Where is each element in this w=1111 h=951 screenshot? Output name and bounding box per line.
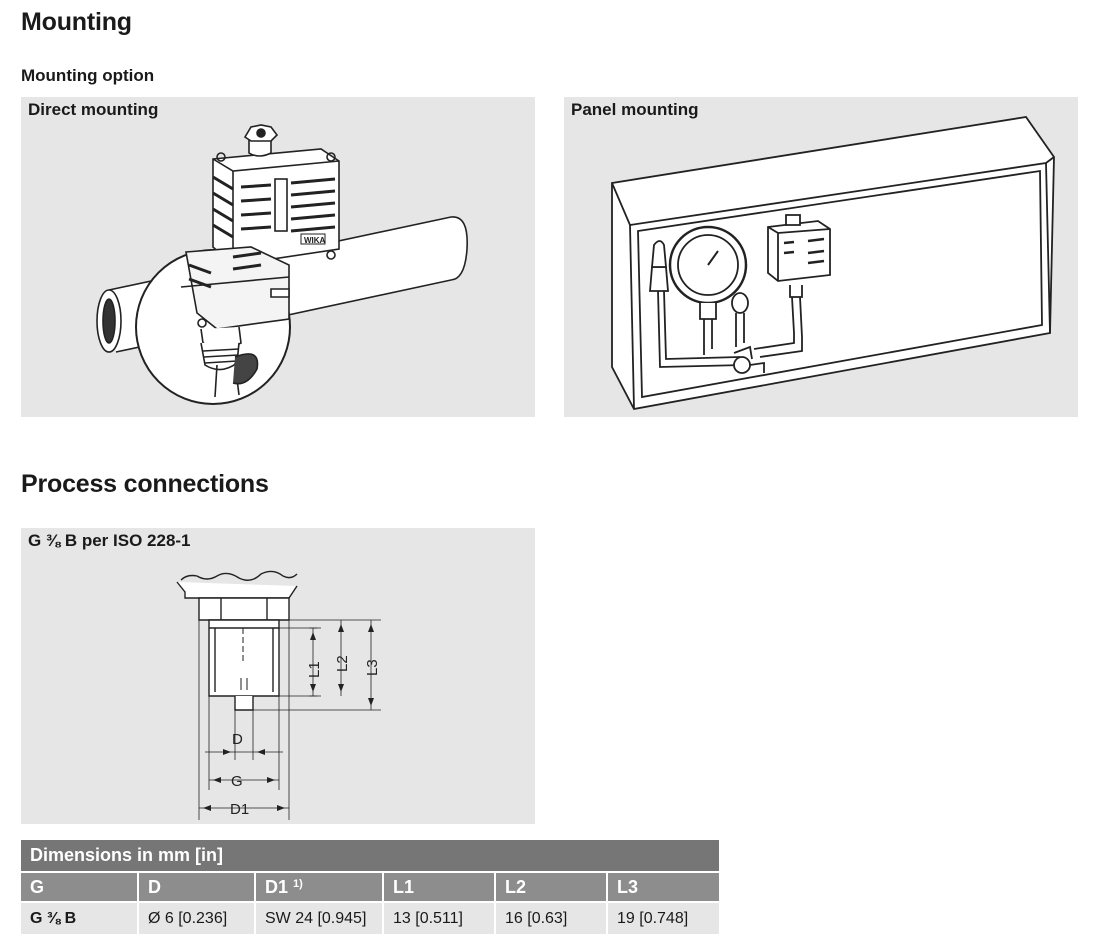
header-l2: L2 [494, 871, 607, 902]
label-L1: L1 [306, 661, 323, 678]
cell-d: Ø 6 [0.236] [137, 901, 255, 934]
connection-dimension-drawing: L1 L2 L3 D G D1 [176, 570, 381, 820]
cell-l2: 16 [0.63] [494, 901, 607, 934]
header-l3: L3 [606, 871, 719, 902]
direct-mounting-title: Direct mounting [28, 100, 159, 119]
panel-mounting-illustration [611, 116, 1055, 411]
table-caption-row: Dimensions in mm [in] [21, 840, 719, 872]
header-d: D [137, 871, 255, 902]
label-L3: L3 [364, 659, 381, 676]
heading-mounting: Mounting [21, 8, 132, 36]
header-g: G [21, 871, 138, 902]
panel-mounting-panel: Panel mounting [564, 97, 1078, 417]
direct-mounting-panel: Direct mounting WIKA [21, 97, 535, 417]
table-caption: Dimensions in mm [in] [21, 840, 719, 872]
table-row: G ⅜ B Ø 6 [0.236] SW 24 [0.945] 13 [0.51… [21, 901, 719, 934]
heading-process-connections: Process connections [21, 470, 269, 498]
header-l1: L1 [382, 871, 495, 902]
cell-g: G ⅜ B [21, 901, 138, 934]
panel-mounting-title: Panel mounting [571, 100, 699, 119]
table-header-row: G D D1 1) L1 L2 L3 [21, 871, 719, 902]
heading-mounting-option: Mounting option [21, 66, 155, 85]
label-G: G [231, 773, 243, 790]
label-L2: L2 [334, 655, 351, 672]
label-D: D [232, 731, 243, 748]
connection-drawing-title: G ⅜ B per ISO 228-1 [28, 531, 191, 550]
cell-d1: SW 24 [0.945] [254, 901, 383, 934]
header-d1: D1 1) [254, 871, 383, 902]
footnote-marker: 1) [293, 877, 303, 890]
cell-l3: 19 [0.748] [606, 901, 719, 934]
brand-label: WIKA [304, 236, 326, 245]
cell-l1: 13 [0.511] [382, 901, 495, 934]
direct-mounting-illustration: WIKA [96, 124, 468, 405]
connection-drawing-panel: G ⅜ B per ISO 228-1 L1 L2 L3 D [21, 528, 535, 824]
label-D1: D1 [230, 801, 249, 818]
dimensions-table: Dimensions in mm [in] G D D1 1) L1 L2 L3… [21, 840, 719, 934]
